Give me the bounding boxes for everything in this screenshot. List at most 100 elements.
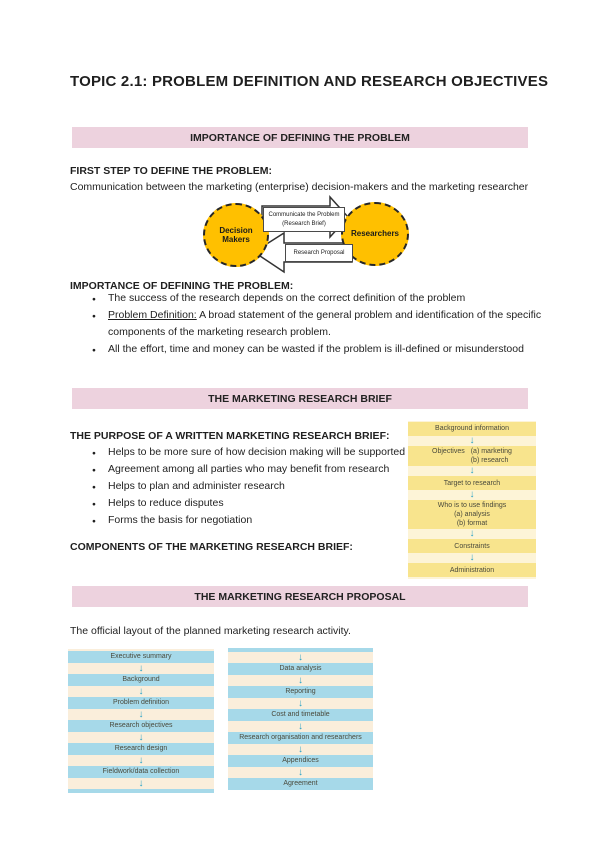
down-arrow-icon <box>470 466 475 476</box>
paragraph-proposal-intro: The official layout of the planned marke… <box>70 625 351 637</box>
heading-purpose: THE PURPOSE OF A WRITTEN MARKETING RESEA… <box>70 430 390 442</box>
flow-step-text: Administration <box>449 566 495 574</box>
down-arrow-icon <box>470 529 475 539</box>
flow-step-objectives: Objectives (a) marketing (b) research <box>408 446 536 467</box>
down-arrow-icon <box>298 699 303 709</box>
flow-step: Appendices <box>228 755 373 767</box>
flow-step-text: Research objectives <box>109 722 173 729</box>
section-banner-importance: IMPORTANCE OF DEFINING THE PROBLEM <box>72 127 528 148</box>
flow-step-text: Who is to use findings <box>437 502 507 510</box>
flow-step-administration: Administration <box>408 563 536 578</box>
bullet-item: Problem Definition: A broad statement of… <box>70 307 544 341</box>
decision-makers-label-line2: Makers <box>222 235 250 244</box>
flow-step-subtext: (a) marketing <box>470 448 512 455</box>
flow-step: Fieldwork/data collection <box>68 766 214 778</box>
bullet-item: The success of the research depends on t… <box>70 290 544 308</box>
flow-step-text: Background information <box>435 425 509 433</box>
down-arrow-icon <box>298 676 303 686</box>
bullet-text: A broad statement of the general problem… <box>108 309 542 338</box>
flow-continuation-strip <box>228 648 373 652</box>
flow-step-text: Constraints <box>454 542 490 550</box>
flow-step-subtext: (a) analysis <box>454 511 490 519</box>
heading-importance: IMPORTANCE OF DEFINING THE PROBLEM: <box>70 280 294 292</box>
heading-first-step: FIRST STEP TO DEFINE THE PROBLEM: <box>70 165 273 177</box>
down-arrow-icon <box>298 745 303 755</box>
flow-step-text: Cost and timetable <box>271 711 330 718</box>
down-arrow-icon <box>139 779 144 789</box>
flow-step: Agreement <box>228 778 373 790</box>
importance-bullet-list: The success of the research depends on t… <box>70 290 544 359</box>
bullet-text: Forms the basis for negotiation <box>108 514 253 526</box>
bullet-item: Helps to plan and administer research <box>70 478 410 496</box>
purpose-bullet-list: Helps to be more sure of how decision ma… <box>70 444 410 530</box>
flow-step-text: Agreement <box>283 780 318 787</box>
bullet-item: Helps to reduce disputes <box>70 495 410 513</box>
flow-step-text: Background <box>122 676 160 683</box>
flow-step: Problem definition <box>68 697 214 709</box>
down-arrow-icon <box>139 756 144 766</box>
flow-step-text: Data analysis <box>279 665 322 672</box>
forward-arrow-label-line2: (Research Brief) <box>282 220 326 227</box>
section-banner-brief: THE MARKETING RESEARCH BRIEF <box>72 388 528 409</box>
flow-step-background: Background information <box>408 422 536 436</box>
flow-step-text: Objectives <box>432 448 465 455</box>
down-arrow-icon <box>139 687 144 697</box>
bullet-text: Helps to be more sure of how decision ma… <box>108 446 406 458</box>
forward-arrow-label: Communicate the Problem (Research Brief) <box>263 207 345 232</box>
banner-label: IMPORTANCE OF DEFINING THE PROBLEM <box>190 131 410 144</box>
down-arrow-icon <box>470 553 475 563</box>
flow-step: Research objectives <box>68 720 214 732</box>
proposal-flowchart-left: Executive summary Background Problem def… <box>68 649 214 793</box>
flow-step: Research organisation and researchers <box>228 732 373 744</box>
flow-step-target: Target to research <box>408 476 536 491</box>
heading-components: COMPONENTS OF THE MARKETING RESEARCH BRI… <box>70 541 353 553</box>
down-arrow-icon <box>298 722 303 732</box>
flow-step: Background <box>68 674 214 686</box>
down-arrow-icon <box>139 664 144 674</box>
bullet-term: Problem Definition: <box>108 309 197 321</box>
flow-step-text: Research design <box>114 745 168 752</box>
down-arrow-icon <box>470 436 475 446</box>
bullet-item: Helps to be more sure of how decision ma… <box>70 444 410 462</box>
flow-step-text: Appendices <box>282 757 319 764</box>
flow-step: Data analysis <box>228 663 373 675</box>
paragraph-communication: Communication between the marketing (ent… <box>70 181 529 193</box>
flow-step-text: Target to research <box>443 479 501 487</box>
flow-step-text: Problem definition <box>112 699 170 706</box>
banner-label: THE MARKETING RESEARCH PROPOSAL <box>194 590 406 603</box>
flow-step-constraints: Constraints <box>408 539 536 554</box>
flow-continuation-strip <box>68 789 214 793</box>
down-arrow-icon <box>298 768 303 778</box>
flow-step-text: Reporting <box>285 688 316 695</box>
flow-step: Research design <box>68 743 214 755</box>
decision-makers-label-line1: Decision <box>219 225 253 235</box>
flow-step-text: Fieldwork/data collection <box>102 768 180 775</box>
down-arrow-icon <box>139 733 144 743</box>
bullet-item: Agreement among all parties who may bene… <box>70 461 410 479</box>
bullet-item: All the effort, time and money can be wa… <box>70 341 544 359</box>
flow-step: Cost and timetable <box>228 709 373 721</box>
bullet-text: Helps to reduce disputes <box>108 497 224 509</box>
decision-makers-node: Decision Makers <box>203 203 269 267</box>
down-arrow-icon <box>470 490 475 500</box>
bullet-item: Forms the basis for negotiation <box>70 512 410 530</box>
flow-step-findings: Who is to use findings (a) analysis (b) … <box>408 500 536 530</box>
flow-step: Reporting <box>228 686 373 698</box>
flow-step-text: Executive summary <box>110 653 172 660</box>
flow-step-text: Research organisation and researchers <box>239 734 362 741</box>
banner-label: THE MARKETING RESEARCH BRIEF <box>208 392 392 405</box>
researchers-label: Researchers <box>350 229 400 239</box>
bullet-text: Helps to plan and administer research <box>108 480 285 492</box>
bullet-text: The success of the research depends on t… <box>108 292 466 304</box>
return-arrow-label-text: Research Proposal <box>293 249 345 256</box>
bullet-text: All the effort, time and money can be wa… <box>108 343 524 355</box>
section-banner-proposal: THE MARKETING RESEARCH PROPOSAL <box>72 586 528 607</box>
flow-step: Executive summary <box>68 651 214 663</box>
proposal-flowchart-right: Data analysis Reporting Cost and timetab… <box>228 648 373 790</box>
components-flowchart: Background information Objectives (a) ma… <box>408 421 536 580</box>
flow-step-subtext: (b) research <box>470 457 509 465</box>
page-title: TOPIC 2.1: PROBLEM DEFINITION AND RESEAR… <box>70 73 549 90</box>
down-arrow-icon <box>298 653 303 663</box>
down-arrow-icon <box>139 710 144 720</box>
